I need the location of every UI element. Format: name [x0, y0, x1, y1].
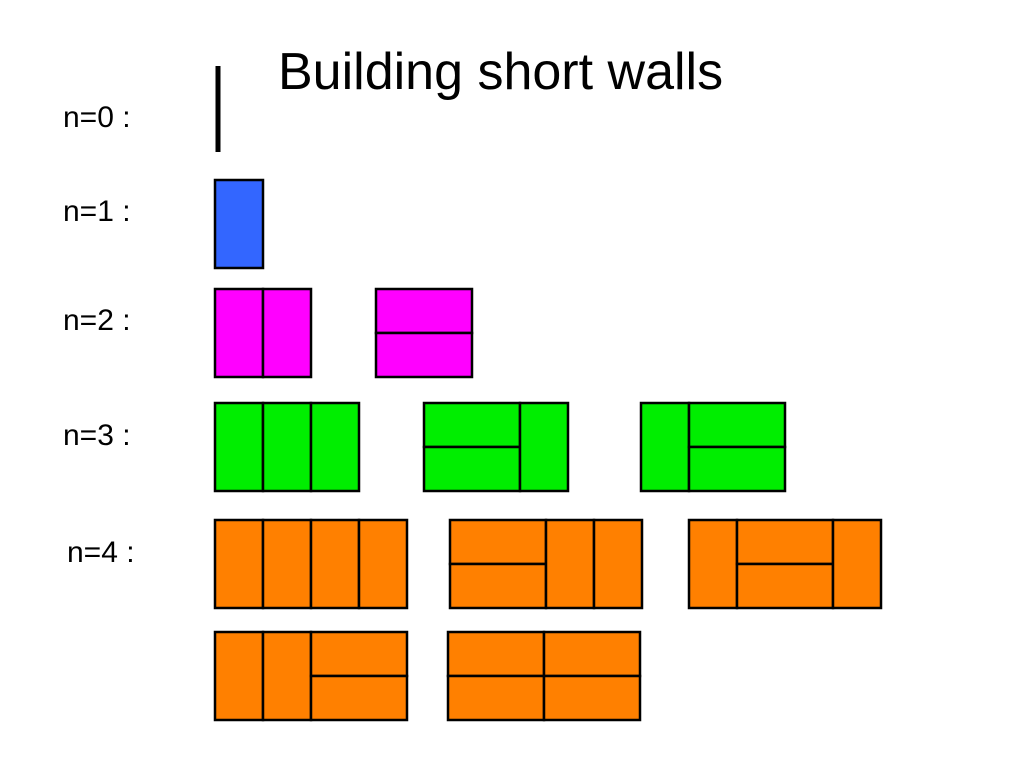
- brick-horizontal: [374, 287, 474, 335]
- brick-vertical: [213, 401, 265, 493]
- row-label-n0: n=0 :: [63, 101, 131, 134]
- brick-vertical: [639, 401, 691, 493]
- brick-vertical: [309, 401, 361, 493]
- brick-horizontal: [687, 401, 787, 449]
- brick-vertical: [261, 401, 313, 493]
- brick-horizontal: [542, 674, 642, 722]
- brick-vertical: [261, 518, 313, 610]
- brick-horizontal: [374, 331, 474, 379]
- brick-vertical: [518, 401, 570, 493]
- row-label-n3: n=3 :: [63, 419, 131, 452]
- brick-vertical: [687, 518, 739, 610]
- brick-horizontal: [735, 562, 835, 610]
- brick-vertical: [357, 518, 409, 610]
- brick-vertical: [831, 518, 883, 610]
- brick-vertical: [592, 518, 644, 610]
- brick-horizontal: [448, 518, 548, 566]
- brick-horizontal: [448, 562, 548, 610]
- brick-vertical: [213, 518, 265, 610]
- brick-vertical: [544, 518, 596, 610]
- brick-horizontal: [446, 674, 546, 722]
- brick-vertical: [309, 518, 361, 610]
- brick-vertical: [261, 287, 313, 379]
- brick-horizontal: [309, 630, 409, 678]
- row-label-n4: n=4 :: [67, 536, 135, 569]
- brick-horizontal: [542, 630, 642, 678]
- brick-horizontal: [735, 518, 835, 566]
- row-label-n2: n=2 :: [63, 304, 131, 337]
- brick-horizontal: [446, 630, 546, 678]
- brick-horizontal: [422, 445, 522, 493]
- brick-vertical: [213, 178, 265, 270]
- brick-horizontal: [422, 401, 522, 449]
- brick-horizontal: [309, 674, 409, 722]
- brick-vertical: [261, 630, 313, 722]
- page-title: Building short walls: [278, 43, 724, 101]
- row-label-n1: n=1 :: [63, 195, 131, 228]
- brick-vertical: [213, 287, 265, 379]
- brick-vertical: [213, 630, 265, 722]
- brick-horizontal: [687, 445, 787, 493]
